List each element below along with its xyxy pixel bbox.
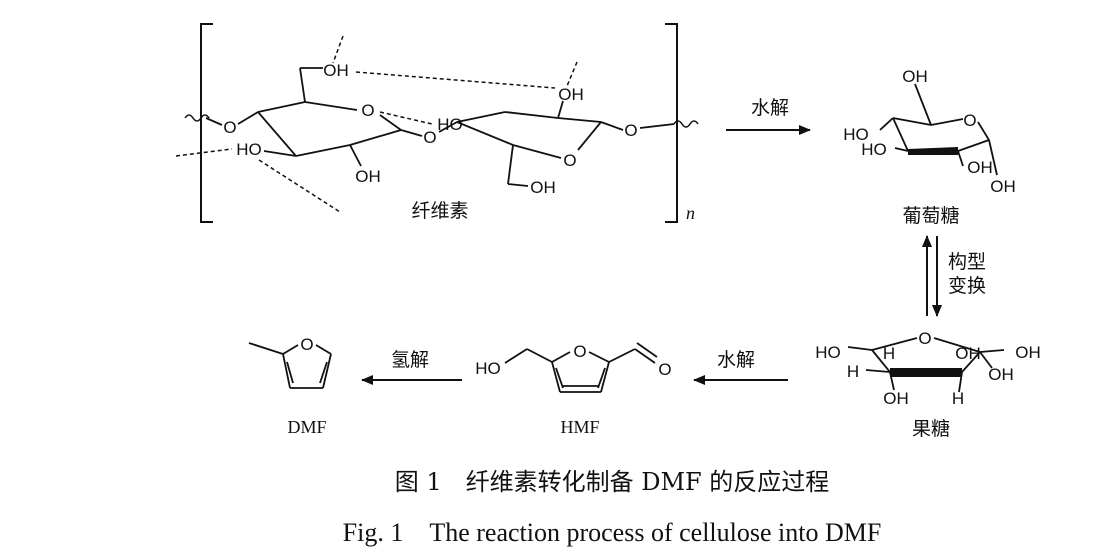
hmf-structure: O HO O HMF — [475, 342, 671, 437]
atom-o: O — [963, 111, 976, 130]
bold-bond — [908, 147, 958, 155]
atom-o: O — [573, 342, 586, 361]
cellulose-label: 纤维素 — [411, 200, 468, 222]
step-isomerization: 构型 变换 — [922, 235, 986, 317]
atom-oh: OH — [902, 67, 928, 86]
caption-english: Fig. 1 The reaction process of cellulose… — [343, 518, 882, 547]
atom-ho: HO — [843, 125, 869, 144]
glucose-label: 葡萄糖 — [902, 205, 959, 227]
atom-ho: HO — [475, 359, 501, 378]
hydrogen-bonds — [175, 35, 578, 213]
glucose-structure: OH O HO HO OH OH 葡萄糖 — [843, 67, 1016, 227]
caption-chinese: 图 1 纤维素转化制备 DMF 的反应过程 — [395, 468, 830, 496]
dmf-label: DMF — [287, 417, 326, 437]
step-label: 氢解 — [391, 349, 429, 371]
fructose-structure: O HO H OH OH H OH OH H 果糖 — [815, 329, 1041, 440]
step-hydrogenolysis: 氢解 — [361, 349, 462, 385]
atom-o: O — [624, 121, 637, 140]
right-bracket — [665, 23, 678, 223]
cellulose-bonds — [205, 67, 675, 187]
atom-ho: HO — [236, 140, 262, 159]
atom-oh: OH — [967, 158, 993, 177]
atom-o: O — [918, 329, 931, 348]
atom-h: H — [883, 344, 895, 363]
atom-h: H — [952, 389, 964, 408]
atom-oh: OH — [323, 61, 349, 80]
fructose-label: 果糖 — [912, 418, 950, 440]
step-label-line1: 构型 — [948, 251, 986, 273]
step-hydrolysis-2: 水解 — [693, 349, 788, 385]
right-wavy-end — [673, 120, 699, 128]
atom-oh: OH — [558, 85, 584, 104]
atom-oh: OH — [530, 178, 556, 197]
atom-o: O — [563, 151, 576, 170]
atom-oh: OH — [355, 167, 381, 186]
left-bracket — [200, 23, 213, 223]
polymer-subscript-n: n — [686, 203, 695, 223]
step-label: 水解 — [717, 349, 755, 371]
atom-ho: HO — [437, 115, 463, 134]
atom-ho: HO — [815, 343, 841, 362]
step-label: 水解 — [751, 97, 789, 119]
cellulose-structure: O OH O HO OH O HO OH O OH O 纤维素 n — [175, 23, 699, 223]
atom-h: H — [847, 362, 859, 381]
atom-oh: OH — [1015, 343, 1041, 362]
atom-oh: OH — [883, 389, 909, 408]
atom-oh: OH — [988, 365, 1014, 384]
atom-o: O — [658, 360, 671, 379]
hmf-label: HMF — [560, 417, 599, 437]
atom-oh: OH — [990, 177, 1016, 196]
step-label-line2: 变换 — [948, 275, 986, 297]
atom-o: O — [423, 128, 436, 147]
dmf-structure: O DMF — [248, 335, 332, 437]
step-hydrolysis-1: 水解 — [726, 97, 811, 135]
atom-o: O — [361, 101, 374, 120]
bold-bond — [890, 368, 962, 377]
left-wavy-end — [184, 114, 210, 122]
atom-oh: OH — [955, 344, 981, 363]
atom-o: O — [223, 118, 236, 137]
atom-ho: HO — [861, 140, 887, 159]
atom-o: O — [300, 335, 313, 354]
